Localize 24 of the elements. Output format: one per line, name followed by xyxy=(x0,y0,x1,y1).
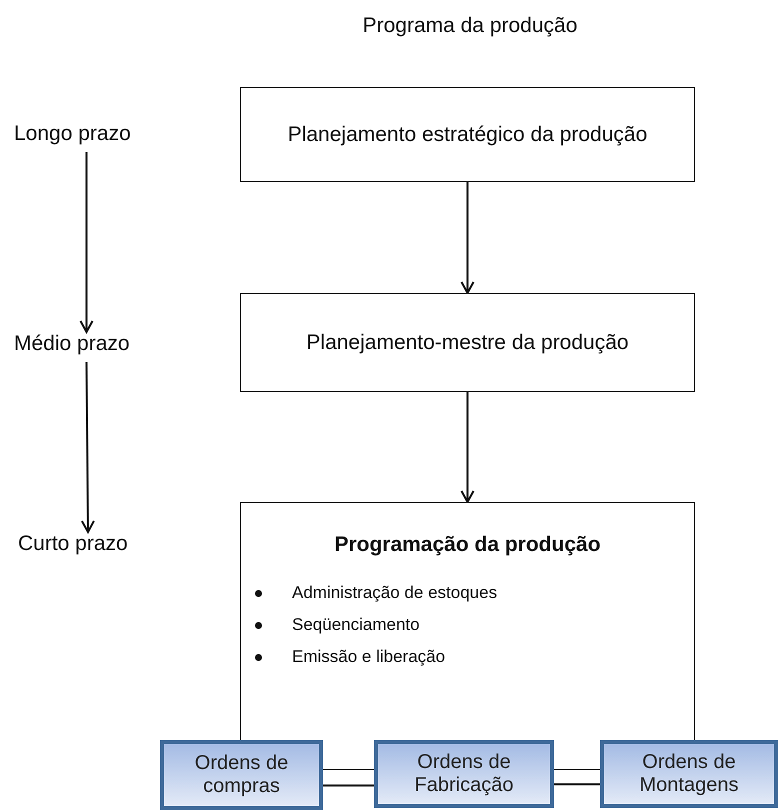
process-box xyxy=(240,87,695,182)
order-box xyxy=(600,740,778,808)
box-label: Planejamento-mestre da produção xyxy=(306,330,629,354)
list-item: Emissão e liberação xyxy=(292,647,446,667)
list-item: Seqüenciamento xyxy=(292,615,420,635)
arrow xyxy=(80,362,95,533)
arrow xyxy=(460,182,474,294)
connector-line xyxy=(323,784,374,786)
box-label: Ordens de Fabricação xyxy=(414,751,514,797)
order-box xyxy=(374,740,554,808)
horizon-label: Curto prazo xyxy=(18,532,128,556)
box-label: Ordens de compras xyxy=(194,752,290,798)
arrow xyxy=(80,152,94,333)
diagram-title: Programa da produção xyxy=(362,14,578,38)
arrow xyxy=(460,392,474,503)
box-label: Ordens de Montagens xyxy=(638,751,740,797)
horizon-label: Longo prazo xyxy=(14,122,131,146)
process-box xyxy=(240,293,695,392)
order-box xyxy=(160,740,323,810)
connector-line xyxy=(554,783,600,786)
box-heading: Programação da produção xyxy=(334,533,601,557)
horizon-label: Médio prazo xyxy=(14,332,130,356)
box-label: Planejamento estratégico da produção xyxy=(288,122,648,146)
list-item: Administração de estoques xyxy=(292,583,498,603)
